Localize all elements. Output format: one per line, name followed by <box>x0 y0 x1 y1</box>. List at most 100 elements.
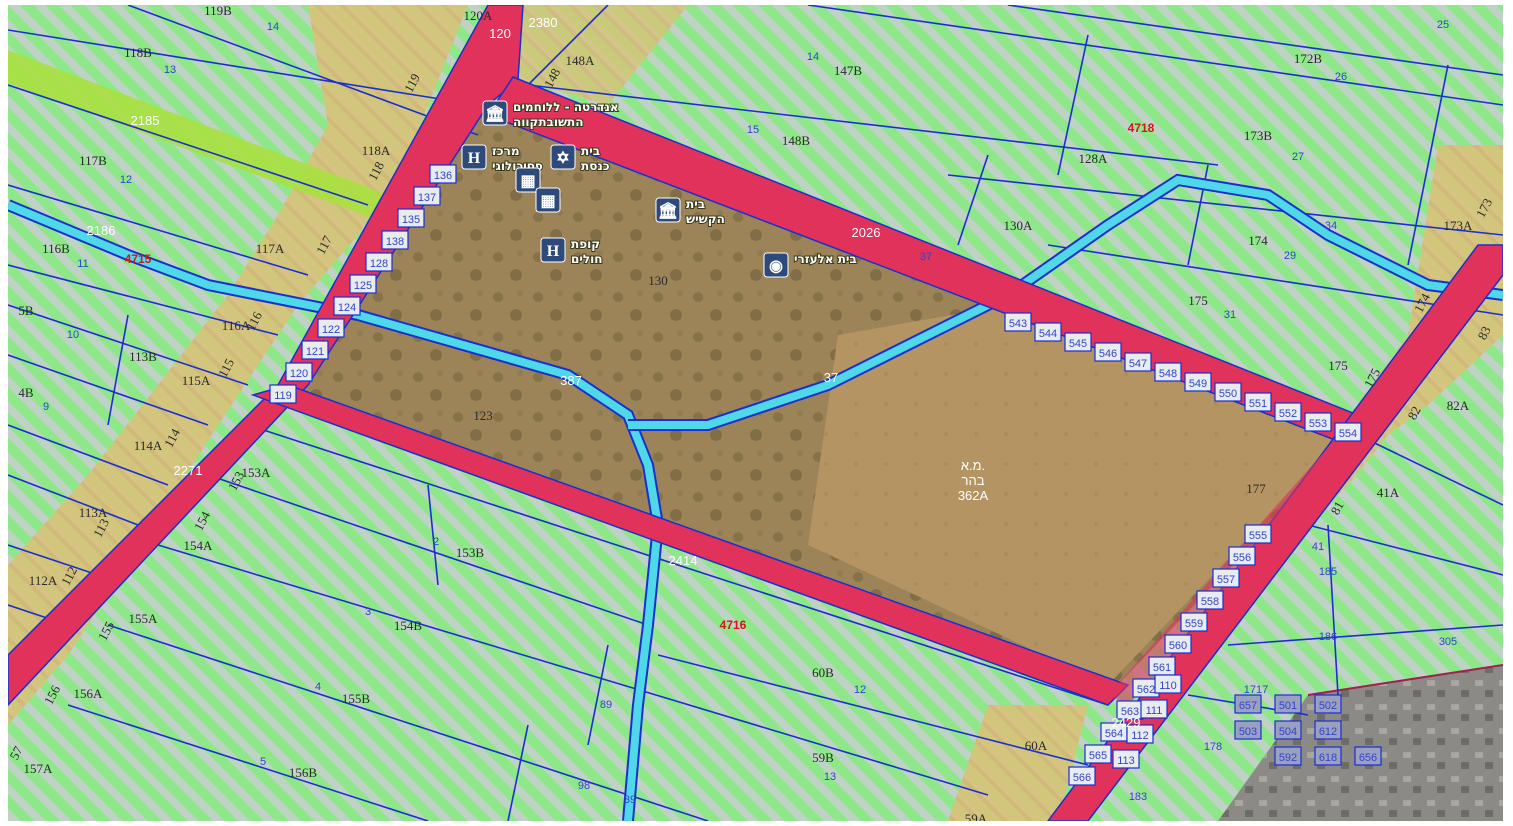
small-plot-number: 555 <box>1249 530 1267 542</box>
solar-icon[interactable] <box>535 187 561 213</box>
small-plot-number: 120 <box>290 368 308 380</box>
small-plot-box <box>1274 694 1302 714</box>
small-plot-box <box>1274 746 1302 766</box>
poi-marker[interactable]: ▦ <box>535 187 561 213</box>
poi-marker[interactable]: ◉בית אלעזרי <box>763 251 858 278</box>
small-plot-number: 136 <box>434 170 452 182</box>
small-plot-number: 128 <box>370 258 388 270</box>
plot-number: 89 <box>600 699 612 711</box>
small-plot-box <box>1234 720 1262 740</box>
parcel-label: 41A <box>1377 485 1400 500</box>
water-channels <box>5 173 1504 822</box>
parcel-label: 172B <box>1294 51 1323 66</box>
highlight-strip <box>8 50 388 220</box>
plot-number: 41 <box>1312 541 1324 553</box>
parcel-label: 117A <box>256 241 285 256</box>
parcel-label: 173B <box>1244 128 1273 143</box>
synagogue-icon-glyph: ✡ <box>556 150 569 167</box>
parcel-label: 59A <box>965 811 988 821</box>
campus-area <box>298 105 1008 395</box>
small-plot-number: 592 <box>1279 752 1297 764</box>
wifi-icon[interactable] <box>763 252 789 278</box>
parcel-label: 175 <box>1188 293 1208 308</box>
plot-number: 14 <box>267 21 279 33</box>
small-plot-box <box>365 252 393 272</box>
small-plot-number: 137 <box>418 192 436 204</box>
parcel-label: 156B <box>289 765 318 780</box>
small-plot-box <box>1304 412 1332 432</box>
svg-text:בהר: בהר <box>962 473 985 488</box>
plot-number: 3 <box>365 606 371 618</box>
plot-number: 34 <box>1325 220 1337 232</box>
plot-number: 185 <box>1319 566 1337 578</box>
parcel-label: 60A <box>1025 738 1048 753</box>
museum-icon[interactable] <box>655 197 681 223</box>
plot-number: 12 <box>854 684 866 696</box>
small-plot-strips: 1361371351381281251241221211201195435445… <box>269 164 1382 786</box>
small-plot-box <box>1154 362 1182 382</box>
parcel-label: 153B <box>456 545 485 560</box>
road-number: 2380 <box>529 15 558 30</box>
small-plot-box <box>1124 352 1152 372</box>
poi-label: בית <box>581 144 600 158</box>
small-plot-box <box>1314 746 1342 766</box>
small-plot-box <box>1234 694 1262 714</box>
svg-text:362A: 362A <box>958 488 989 503</box>
small-plot-box <box>1112 749 1140 769</box>
small-plot-box <box>301 340 329 360</box>
plot-number: 5 <box>260 756 266 768</box>
parcel-label: 155A <box>129 611 159 626</box>
small-plot-box <box>1004 312 1032 332</box>
small-plot-box <box>1094 342 1122 362</box>
small-plot-number: 501 <box>1279 700 1297 712</box>
parcel-label: 113B <box>129 349 157 364</box>
small-plot-box <box>1068 766 1096 786</box>
poi-label: בית <box>686 197 705 211</box>
museum-icon-glyph: 🏛 <box>485 104 505 123</box>
road-number: 120 <box>489 26 511 41</box>
small-plot-number: 544 <box>1039 328 1057 340</box>
small-plot-box <box>1244 392 1272 412</box>
parcel-label: 174 <box>1248 233 1268 248</box>
edge-parcel-number: 83 <box>1474 324 1493 343</box>
road-number: 2429 <box>1112 715 1141 730</box>
solar-icon[interactable] <box>515 167 541 193</box>
parcel-label: 59B <box>812 750 834 765</box>
hospital-icon[interactable] <box>461 144 487 170</box>
small-plot-number: 546 <box>1099 348 1117 360</box>
parcel-label: 60B <box>812 665 834 680</box>
small-plot-number: 549 <box>1189 378 1207 390</box>
parcel-label: 130 <box>648 273 668 288</box>
parcel-label: 157A <box>24 761 54 776</box>
small-plot-box <box>1244 524 1272 544</box>
small-plot-number: 110 <box>1159 680 1177 692</box>
poi-marker[interactable]: ▦ <box>515 167 541 193</box>
small-plot-box <box>1064 332 1092 352</box>
small-plot-number: 558 <box>1201 596 1219 608</box>
synagogue-icon[interactable] <box>550 144 576 170</box>
block-number: 4718 <box>1128 121 1155 135</box>
small-plot-box <box>1180 612 1208 632</box>
poi-label: בית אלעזרי <box>794 252 857 266</box>
plot-number: 39 <box>624 794 636 806</box>
plot-number: 186 <box>1319 631 1337 643</box>
small-plot-number: 550 <box>1219 388 1237 400</box>
museum-icon[interactable] <box>482 100 508 126</box>
small-plot-number: 561 <box>1153 662 1171 674</box>
small-plot-box <box>1084 744 1112 764</box>
map-canvas[interactable]: 1361371351381281251241221211201195435445… <box>5 3 1504 826</box>
hospital-icon[interactable] <box>540 237 566 263</box>
small-plot-number: 503 <box>1239 726 1257 738</box>
small-plot-number: 565 <box>1089 750 1107 762</box>
block-number: 4716 <box>720 618 747 632</box>
poi-label: אנדרטה - ללוחמים <box>513 100 619 114</box>
plot-number: 27 <box>1292 151 1304 163</box>
parcel-label: 117B <box>79 153 107 168</box>
parcel-label: 155B <box>342 691 371 706</box>
